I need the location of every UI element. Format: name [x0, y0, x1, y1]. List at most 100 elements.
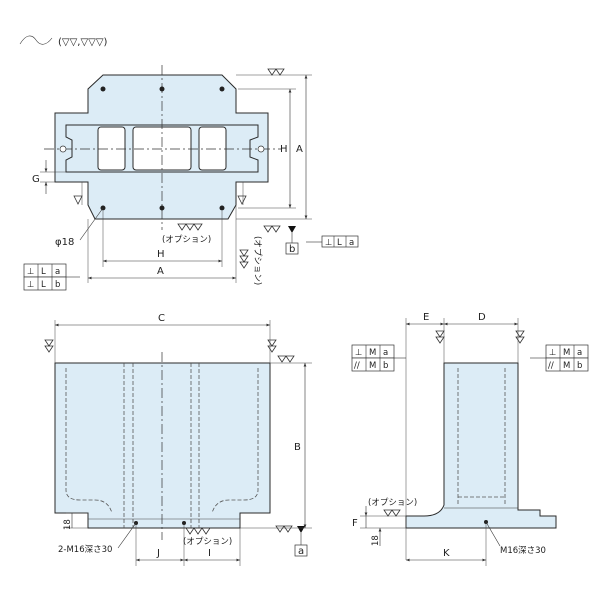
finish-mark-icon [239, 249, 249, 269]
option-label-front: (オプション) [183, 537, 232, 547]
window-left [97, 126, 126, 171]
datum-label-b: b [289, 244, 295, 255]
dim-label-b: B [294, 442, 301, 453]
tolerance-datum: M [369, 348, 376, 358]
dim-c: C [54, 313, 271, 363]
hole-callout: φ18 [55, 207, 104, 248]
dim-label-h-horizontal: H [157, 249, 165, 260]
mounting-hole [159, 205, 165, 211]
finish-mark-icon [515, 330, 525, 344]
dim-label-c: C [158, 313, 165, 324]
dim-h-vertical: H [238, 88, 296, 209]
finish-mark-icon [44, 339, 54, 353]
tolerance-frame-side-left: ⊥ M a // M b [351, 344, 406, 372]
dim-label-a: A [296, 144, 303, 155]
dim-label-a-horizontal: A [157, 266, 164, 277]
finish-symbol: (▽▽,▽▽▽) [58, 37, 108, 48]
datum-triangle-icon [288, 226, 296, 233]
tolerance-ref: b [383, 361, 388, 371]
finish-mark-icon [263, 225, 281, 233]
surface-finish-header: (▽▽,▽▽▽) [19, 35, 108, 48]
tolerance-datum: L [41, 267, 46, 277]
leader-line [485, 521, 501, 547]
tolerance-frame [23, 276, 67, 291]
dim-b: B [240, 362, 312, 529]
dim-label-j: J [156, 548, 160, 559]
finish-mark-icon [383, 509, 401, 517]
dim-h-horizontal: H [102, 211, 223, 267]
dim-label-i: I [208, 548, 211, 559]
datum-b-top: b [285, 233, 299, 255]
slot-circle-left [59, 145, 67, 153]
tolerance-ref: a [383, 348, 388, 358]
tolerance-ref: a [55, 267, 60, 277]
dim-g: G [32, 160, 66, 194]
front-view-finish-marks [44, 339, 305, 535]
mounting-hole [219, 205, 225, 211]
side-view [405, 362, 557, 529]
finish-mark-icon [267, 339, 277, 353]
top-view-finish-marks [73, 68, 296, 269]
datum-box [285, 242, 299, 255]
datum-box [294, 544, 308, 557]
dim-label-f: F [352, 518, 358, 529]
finish-mark-icon [275, 525, 293, 533]
dim-e-d: E D [405, 312, 519, 560]
mounting-hole [159, 86, 165, 92]
leader-line [79, 207, 104, 241]
window-right [198, 126, 227, 171]
tolerance-frame-side-right: ⊥ M a // M b [530, 344, 589, 372]
finish-mark-icon [185, 527, 211, 535]
tolerance-ref: b [55, 280, 60, 290]
finish-mark-icon [435, 330, 445, 344]
tolerance-symbol: ⊥ [355, 348, 362, 358]
tolerance-frame [351, 357, 395, 372]
side-body [405, 362, 557, 529]
front-view [54, 352, 271, 540]
tolerance-ref: a [349, 238, 354, 248]
dim-a-horizontal: A [87, 205, 237, 283]
leader-line [117, 522, 137, 549]
dim-18-front: 18 [63, 512, 88, 530]
dim-a-vertical: A [236, 74, 312, 220]
tolerance-symbol: ⊥ [27, 267, 34, 277]
tolerance-frame [545, 357, 589, 372]
tolerance-datum: L [337, 238, 342, 248]
side-option-f: (オプション) F 18 [352, 498, 417, 546]
option-label-vertical: (オプション) [252, 236, 262, 285]
tolerance-datum: M [369, 361, 376, 371]
dim-label-18-side: 18 [371, 535, 381, 546]
mounting-hole [100, 86, 106, 92]
dim-label-h: H [280, 144, 288, 155]
dim-label-18: 18 [63, 519, 73, 530]
finish-mark-icon [73, 195, 83, 205]
thread-label-1: M16深さ30 [500, 546, 546, 556]
mounting-hole [219, 86, 225, 92]
top-view [44, 65, 282, 230]
tolerance-ref: b [577, 361, 582, 371]
tolerance-frame-left: ⊥ L a ⊥ L b [23, 263, 80, 291]
tolerance-frame [321, 235, 359, 248]
dim-j-i: J I [135, 525, 241, 566]
tolerance-symbol: // [548, 361, 554, 371]
finish-mark-icon [267, 68, 285, 76]
dim-k: K [406, 524, 487, 566]
finish-mark-icon [277, 355, 295, 363]
finish-mark-icon [237, 195, 247, 205]
tolerance-symbol: // [354, 361, 360, 371]
front-body [54, 362, 271, 529]
tolerance-ref: a [577, 348, 582, 358]
dim-label-d: D [478, 312, 486, 323]
finish-mark-icon [177, 223, 203, 231]
tolerance-datum: M [563, 348, 570, 358]
thread-hole [182, 521, 186, 525]
dim-label-k: K [443, 548, 450, 559]
thread-callout-front: 2-M16深さ30 (オプション) [58, 522, 232, 555]
tolerance-symbol: ⊥ [27, 280, 34, 290]
datum-triangle-icon [297, 526, 305, 533]
slot-circle-right [257, 145, 265, 153]
tolerance-symbol: ⊥ [549, 348, 556, 358]
datum-a-front: a [294, 533, 308, 557]
tolerance-datum: M [563, 361, 570, 371]
